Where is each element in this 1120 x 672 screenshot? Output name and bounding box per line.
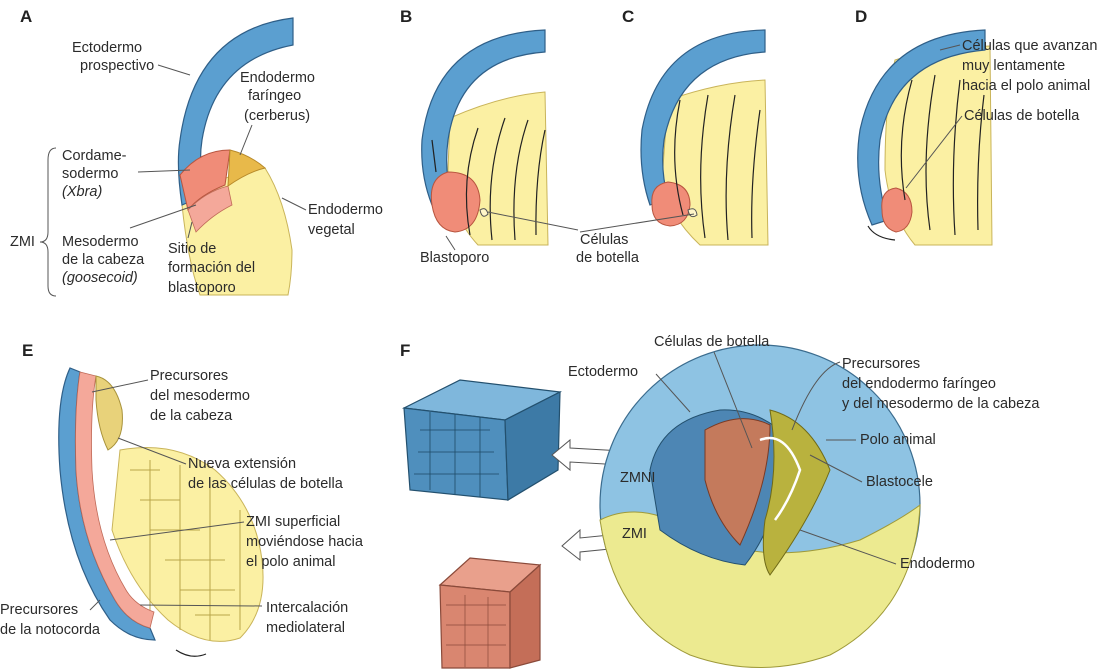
panel-f-mesoderm-block [440,558,540,668]
panel-e-letter: E [22,341,33,360]
panel-c-letter: C [622,7,634,26]
label-zmni: ZMNI [620,470,655,486]
label-animal-pole: Polo animal [860,432,936,448]
panel-a-letter: A [20,7,32,26]
leader-blastopore [446,236,455,250]
panel-d-mesoderm [882,188,912,232]
label-chordamesoderm: Cordame-sodermo(Xbra) [62,148,127,200]
panel-f: F Célul [400,334,1040,668]
label-blastocoel: Blastocele [866,474,933,490]
panel-b-letter: B [400,7,412,26]
panel-e-bottle-extension [96,376,122,450]
leader-pharyngeal [240,125,252,155]
label-blastopore: Blastoporo [420,250,489,266]
label-bottle-cells-d: Células de botella [964,108,1080,124]
zmi-brace [40,148,56,296]
leader-ectoderm-a [158,65,190,75]
panel-f-ectoderm-block [404,380,560,500]
leader-vegetal [282,198,306,210]
label-zmi-a: ZMI [10,234,35,250]
label-endoderm-f: Endodermo [900,556,975,572]
panel-d-letter: D [855,7,867,26]
leader-notochord [90,600,100,610]
label-zmi-f: ZMI [622,526,647,542]
label-bottle-cells-f: Células de botella [654,334,770,350]
panel-b-mesoderm [431,172,480,232]
panel-f-letter: F [400,341,410,360]
panel-c: C [580,7,768,245]
panel-e-rotation-arrow [176,650,206,656]
label-ectoderm-f: Ectodermo [568,364,638,380]
